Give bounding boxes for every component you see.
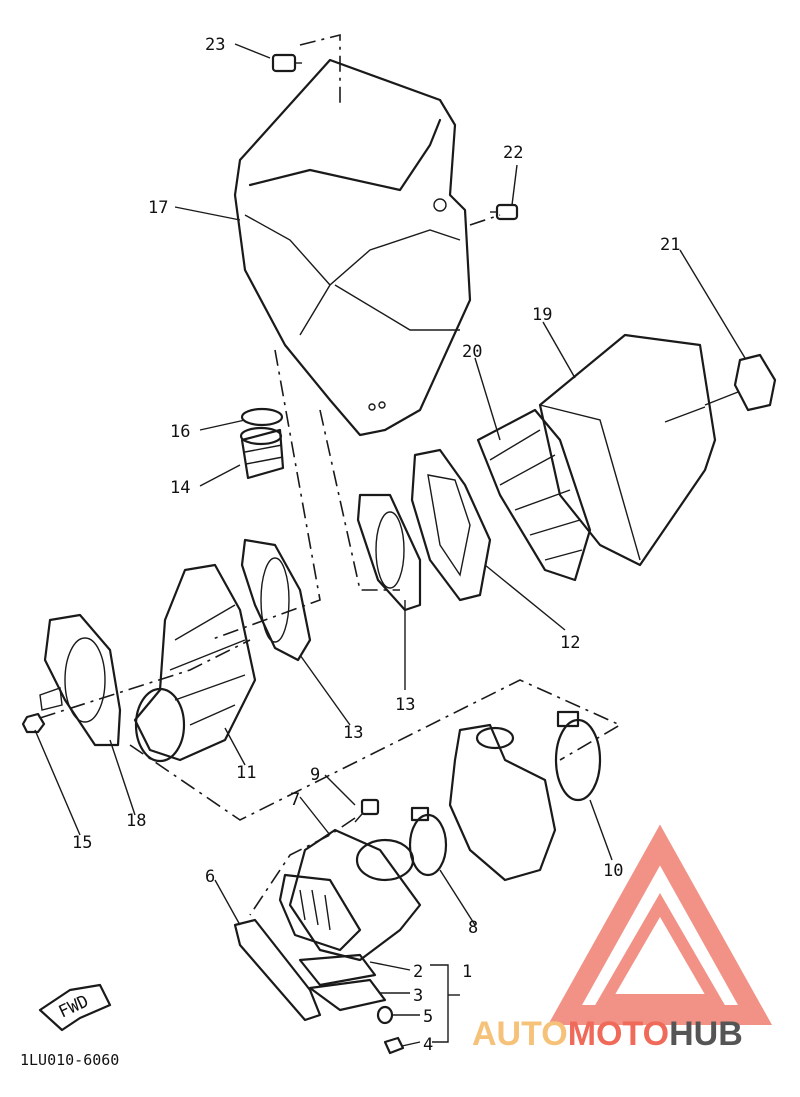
wing-nut-part-21 <box>664 353 777 423</box>
watermark-text: AUTOMOTOHUB <box>472 1015 743 1053</box>
callout-labels: 1 2 3 4 5 6 7 8 9 10 11 12 13 13 14 15 1… <box>72 35 680 1055</box>
callout-13-rear: 13 <box>395 695 415 715</box>
callout-21: 21 <box>660 235 680 255</box>
callout-15: 15 <box>72 833 92 853</box>
filter-cage-part-20 <box>476 408 592 582</box>
filter-element-part-19 <box>538 333 717 567</box>
gasket-part-6 <box>233 918 322 1022</box>
callout-6: 6 <box>205 867 215 887</box>
reed-plate-part-2 <box>298 953 377 987</box>
joint-part-11 <box>133 563 257 763</box>
callout-22: 22 <box>503 143 523 163</box>
watermark-logo <box>547 824 773 1025</box>
reed-stopper-part-3 <box>308 978 387 1012</box>
clamp-part-8 <box>408 806 448 877</box>
nut-part-15 <box>21 712 46 734</box>
fwd-arrow-icon: FWD <box>38 983 112 1032</box>
bolt-part-23 <box>271 53 302 73</box>
watermark-word-auto: AUTO <box>472 1015 568 1053</box>
callout-17: 17 <box>148 198 168 218</box>
callout-9: 9 <box>310 765 320 785</box>
callout-10: 10 <box>603 861 623 881</box>
callout-13-front: 13 <box>343 723 363 743</box>
callout-14: 14 <box>170 478 190 498</box>
washer-part-5 <box>376 1005 394 1025</box>
drawing-code: 1LU010-6060 <box>20 1051 119 1069</box>
assembly-lines <box>39 33 622 916</box>
gasket-part-13-rear <box>356 493 422 612</box>
bolt-part-9 <box>354 798 380 823</box>
callout-1: 1 <box>462 962 472 982</box>
screw-part-4 <box>383 1036 405 1055</box>
bolt-part-22 <box>490 203 519 221</box>
callout-16: 16 <box>170 422 190 442</box>
carburetor <box>448 723 557 882</box>
watermark-word-hub: HUB <box>669 1015 743 1053</box>
callout-11: 11 <box>236 763 256 783</box>
callout-19: 19 <box>532 305 552 325</box>
callout-12: 12 <box>560 633 580 653</box>
plate-part-18 <box>39 613 122 747</box>
callout-8: 8 <box>468 918 478 938</box>
callout-2: 2 <box>413 962 423 982</box>
sleeve-part-14 <box>239 426 285 480</box>
manifold-part-7 <box>288 828 422 962</box>
callout-23: 23 <box>205 35 225 55</box>
leader-lines <box>34 43 746 1047</box>
clamp-part-10 <box>554 710 602 802</box>
callout-20: 20 <box>462 342 482 362</box>
watermark-triangle-icon <box>547 824 773 1025</box>
callout-4: 4 <box>423 1035 433 1055</box>
callout-3: 3 <box>413 986 423 1006</box>
gasket-part-13-front <box>240 538 312 662</box>
watermark-word-moto: MOTO <box>568 1015 669 1053</box>
air-box-part-17 <box>233 58 472 437</box>
callout-18: 18 <box>126 811 146 831</box>
callout-5: 5 <box>423 1007 433 1027</box>
filter-holder-part-12 <box>410 448 492 602</box>
callout-7: 7 <box>290 790 300 810</box>
reed-valve-assembly-part-1 <box>278 873 387 1012</box>
clip-part-16 <box>240 407 284 427</box>
